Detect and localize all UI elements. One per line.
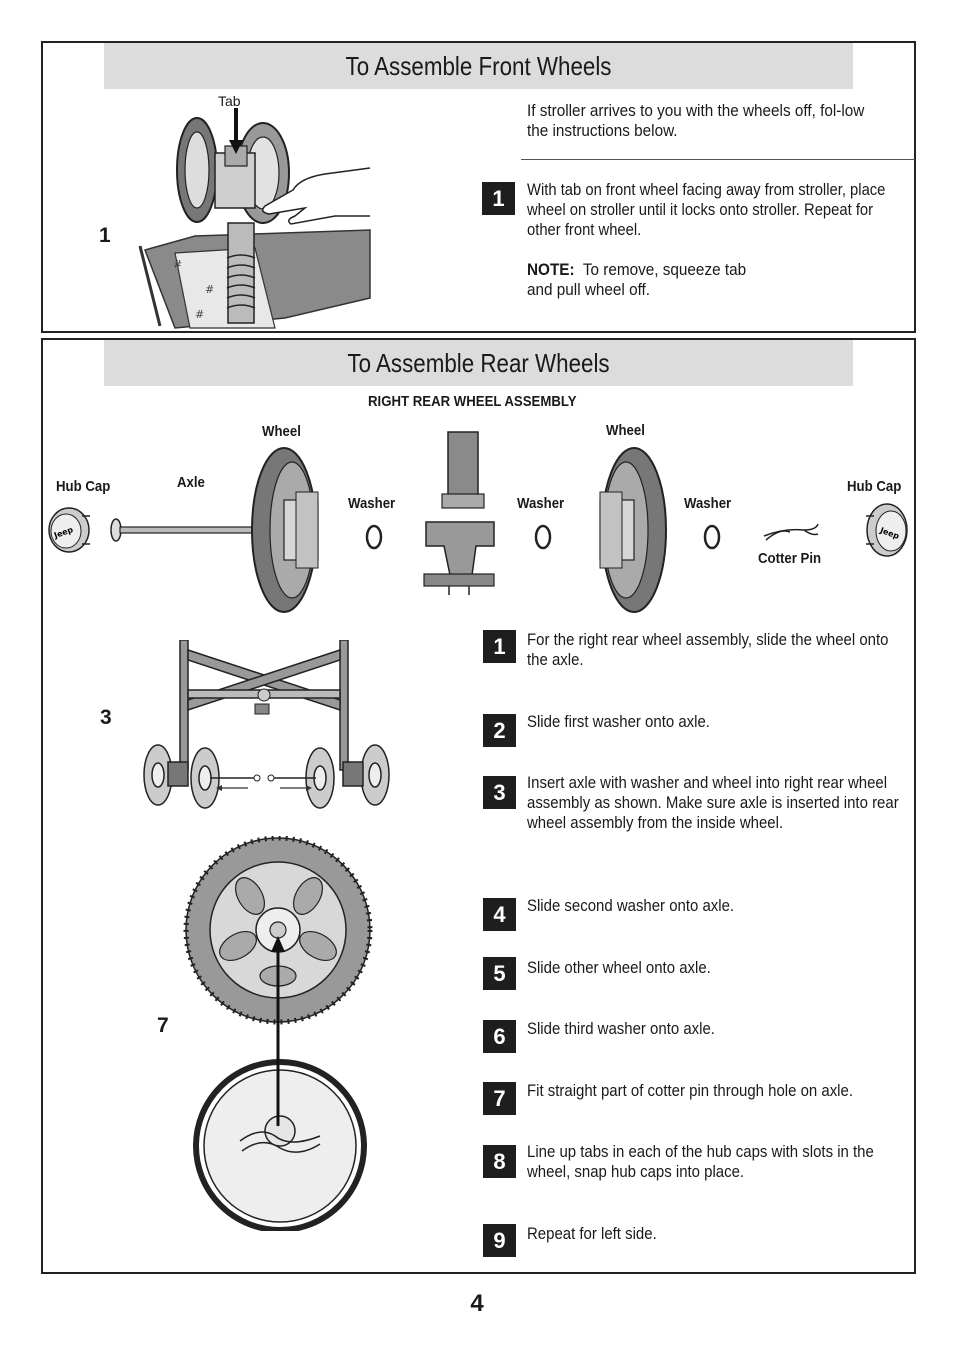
step-text: Fit straight part of cotter pin through … (527, 1081, 853, 1100)
svg-text:#: # (195, 308, 204, 321)
step-number: 8 (483, 1145, 516, 1178)
note-text: To remove, squeeze tab and pull wheel of… (527, 260, 747, 299)
step-number: 7 (483, 1082, 516, 1115)
stroller-rear-axle-illustration (143, 640, 390, 809)
front-step-text: With tab on front wheel facing away from… (527, 180, 886, 239)
step-text: Insert axle with washer and wheel into r… (527, 773, 899, 832)
svg-text:#: # (205, 283, 214, 296)
step-text: Slide other wheel onto axle. (527, 958, 711, 977)
step-number: 6 (483, 1020, 516, 1053)
rear-wheel-exploded-diagram: Jeep Jeep (48, 431, 908, 613)
front-note: NOTE: To remove, squeeze tab and pull wh… (527, 260, 770, 300)
hub-cap-left-label: Hub Cap (56, 478, 111, 495)
cotter-pin-icon (763, 523, 819, 541)
washer-1-label: Washer (348, 495, 396, 512)
washer-2-icon (534, 524, 552, 550)
step-text: Slide second washer onto axle. (527, 896, 735, 915)
axle-label: Axle (177, 474, 205, 491)
front-figure-number: 1 (99, 224, 111, 247)
cotter-pin-label: Cotter Pin (758, 550, 822, 567)
svg-text:#: # (173, 258, 182, 271)
washer-3-icon (703, 524, 721, 550)
step-text: For the right rear wheel assembly, slide… (527, 630, 889, 669)
figure-3-number: 3 (100, 706, 112, 729)
wheel-left-label: Wheel (262, 423, 301, 440)
front-intro-text: If stroller arrives to you with the whee… (527, 101, 865, 140)
tab-label: Tab (218, 93, 241, 109)
step-number: 4 (483, 898, 516, 931)
washer-1-icon (365, 524, 383, 550)
step-text: Slide third washer onto axle. (527, 1019, 715, 1038)
step-number: 5 (483, 957, 516, 990)
wheel-right-label: Wheel (606, 422, 645, 439)
page-number: 4 (470, 1290, 484, 1317)
front-wheels-title: To Assemble Front Wheels (103, 43, 854, 89)
note-label: NOTE: (527, 260, 575, 279)
hub-cap-left-icon: Jeep (48, 507, 90, 553)
front-step-number: 1 (482, 182, 515, 215)
step-number: 9 (483, 1224, 516, 1257)
step-text: Repeat for left side. (527, 1224, 657, 1243)
rear-wheels-title: To Assemble Rear Wheels (103, 340, 854, 386)
axle-icon (110, 518, 261, 542)
washer-2-label: Washer (517, 495, 565, 512)
rear-leg-assembly-icon (423, 431, 495, 595)
step-number: 3 (483, 776, 516, 809)
washer-3-label: Washer (684, 495, 732, 512)
front-wheel-illustration: # # # (138, 108, 371, 329)
hub-cap-right-icon: Jeep (866, 503, 908, 557)
wheel-right-icon (599, 447, 667, 613)
hub-cap-installation-illustration (183, 836, 373, 1231)
diagram-title: RIGHT REAR WHEEL ASSEMBLY (368, 393, 577, 410)
divider (521, 159, 915, 160)
step-number: 1 (483, 630, 516, 663)
step-text: Line up tabs in each of the hub caps wit… (527, 1142, 874, 1181)
step-number: 2 (483, 714, 516, 747)
step-text: Slide first washer onto axle. (527, 712, 710, 731)
figure-7-number: 7 (157, 1014, 169, 1037)
wheel-left-icon (251, 447, 319, 613)
hub-cap-right-label: Hub Cap (847, 478, 902, 495)
